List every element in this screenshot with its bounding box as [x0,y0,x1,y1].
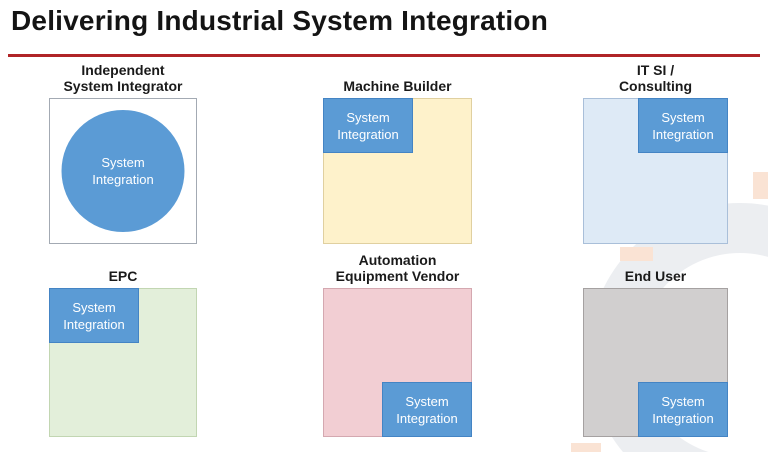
panel-end-user: End User System Integration [583,248,728,437]
panel-label: Independent System Integrator [63,62,183,94]
panel-box: System Integration [49,288,197,437]
system-integration-label: System Integration [652,109,714,142]
panel-box: System Integration [49,98,197,244]
panel-label-area: IT SI / Consulting [583,58,728,98]
panel-label-area: EPC [49,248,197,288]
system-integration-square: System Integration [49,288,139,343]
panel-box: System Integration [583,98,728,244]
system-integration-label: System Integration [396,393,458,426]
panel-label: IT SI / Consulting [618,62,693,94]
watermark-accent [620,247,653,261]
panel-automation-equipment-vendor: Automation Equipment Vendor System Integ… [323,248,472,437]
system-integration-label: System Integration [92,155,154,187]
title-divider-line [8,54,760,57]
system-integration-square: System Integration [382,382,472,437]
panel-epc: EPC System Integration [49,248,197,437]
panel-label: EPC [108,268,138,284]
watermark-accent [571,443,601,452]
system-integration-square: System Integration [638,382,728,437]
system-integration-square: System Integration [638,98,728,153]
system-integration-circle: System Integration [61,110,185,232]
panel-independent-system-integrator: Independent System Integrator System Int… [49,58,197,244]
panel-label: Machine Builder [343,78,452,94]
panel-label: Automation Equipment Vendor [335,252,460,284]
watermark-accent [753,172,768,199]
panel-label-area: End User [583,248,728,288]
panel-box: System Integration [583,288,728,437]
slide-title: Delivering Industrial System Integration [11,5,549,36]
system-integration-label: System Integration [652,393,714,426]
panel-machine-builder: Machine Builder System Integration [323,58,472,244]
system-integration-label: System Integration [63,299,125,332]
panel-label-area: Independent System Integrator [49,58,197,98]
panel-it-si-consulting: IT SI / Consulting System Integration [583,58,728,244]
panel-box: System Integration [323,98,472,244]
panel-label-area: Automation Equipment Vendor [323,248,472,288]
panel-label: End User [624,268,687,284]
system-integration-square: System Integration [323,98,413,153]
panel-label-area: Machine Builder [323,58,472,98]
system-integration-label: System Integration [337,109,399,142]
panel-box: System Integration [323,288,472,437]
